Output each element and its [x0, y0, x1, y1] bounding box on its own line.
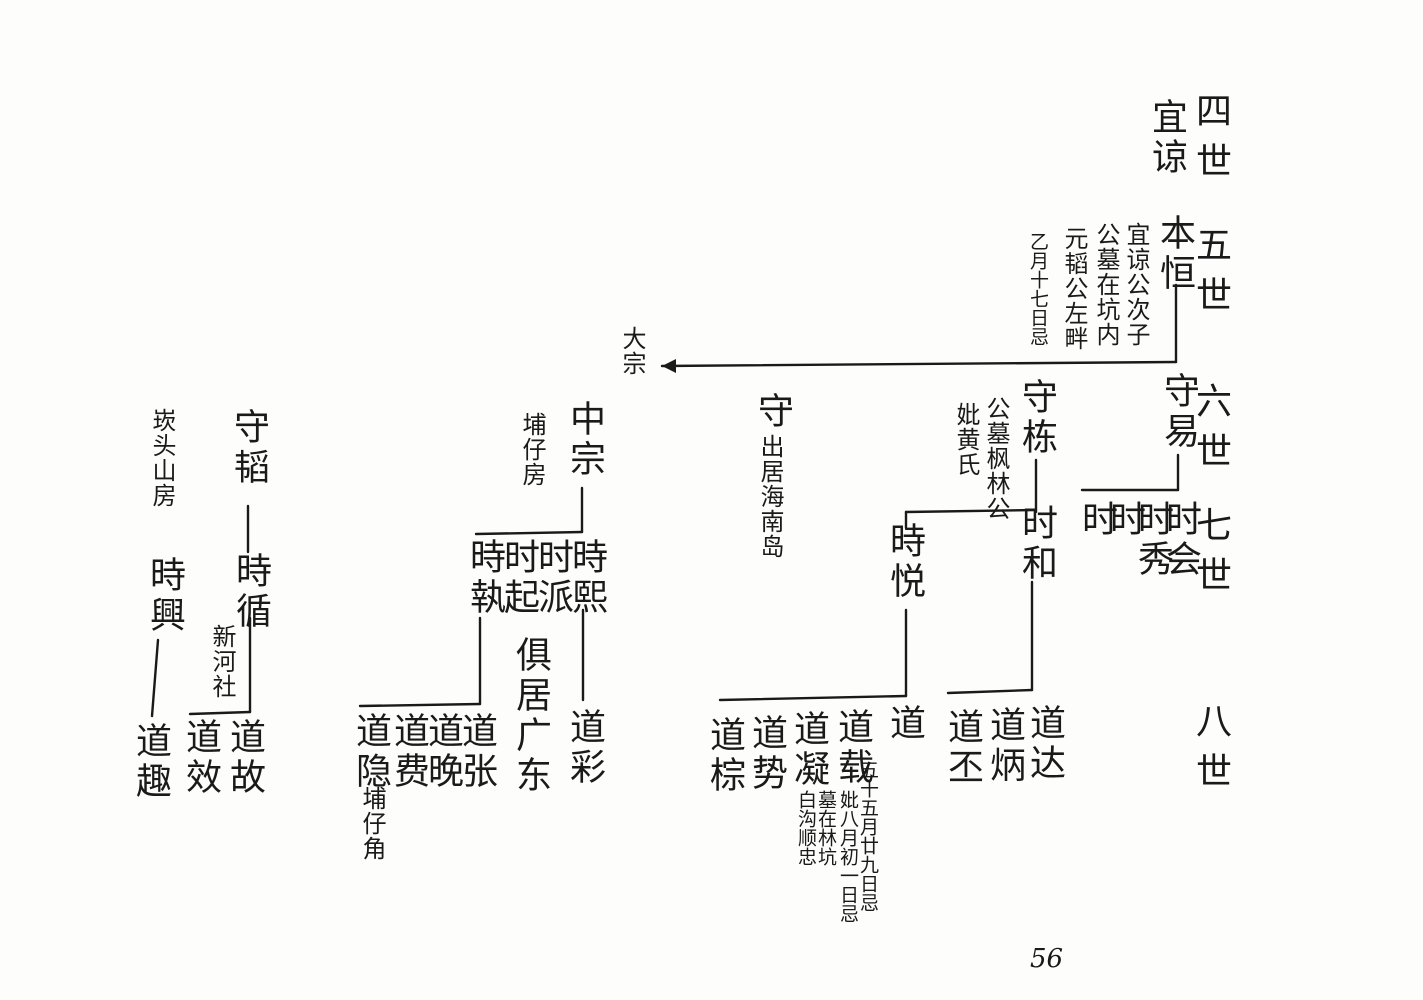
person-shoudong: 守栋	[1016, 378, 1057, 458]
person-daofei: 道费	[388, 712, 429, 792]
annotation-shoudong-2: 妣黄氏	[952, 402, 980, 477]
connector-line	[188, 710, 252, 716]
arrow-head-icon	[662, 359, 676, 373]
person-zhongzong: 中宗	[564, 400, 605, 480]
person-daocai: 道彩	[564, 708, 605, 788]
annotation-shoudong-1: 公墓枫林公	[982, 396, 1010, 521]
person-daozhang: 道张	[456, 712, 497, 792]
connector-line	[946, 688, 1034, 695]
person-shi-a: 时	[1104, 500, 1145, 540]
generation-label-5: 五世	[1190, 226, 1231, 326]
annotation-shou-emigrant: 出居海南岛	[756, 434, 784, 559]
person-shixi: 時熙	[566, 538, 607, 618]
annotation-benheng-2: 公墓在坑内	[1092, 222, 1120, 347]
person-shiyue: 時悦	[884, 522, 925, 602]
person-shihui: 时会	[1160, 500, 1201, 580]
person-shoutao: 守韬	[228, 408, 269, 488]
annotation-daozai-1: 五十五月廿九日忌	[857, 760, 879, 912]
annotation-benheng-3: 元韬公左畔	[1060, 226, 1088, 351]
person-daoqu: 道趣	[130, 722, 171, 802]
connector-line	[358, 702, 482, 708]
person-shipai: 时派	[532, 538, 573, 618]
connector-line	[718, 694, 908, 702]
person-shixiu: 时秀	[1132, 500, 1173, 580]
person-shi-b: 时	[1076, 500, 1117, 540]
person-daopi: 道丕	[942, 708, 983, 788]
annotation-shoutao: 崁头山房	[148, 408, 176, 508]
person-daobing: 道炳	[984, 706, 1025, 786]
person-daoning: 道凝	[788, 710, 829, 790]
generation-label-7: 七世	[1190, 506, 1231, 606]
person-daoshi: 道势	[746, 714, 787, 794]
label-dazong: 大宗	[618, 326, 646, 376]
person-shouyi: 守易	[1158, 372, 1199, 452]
generation-label-8: 八世	[1190, 702, 1231, 802]
annotation-shizhi-guangdong: 俱居广东	[510, 636, 551, 796]
connector-line	[904, 508, 1038, 514]
connector-line	[150, 638, 160, 718]
annotation-zhongzong: 埔仔房	[518, 412, 546, 487]
person-shixun: 時循	[230, 552, 271, 632]
person-shixing: 時興	[144, 556, 185, 636]
person-daoda: 道达	[1024, 704, 1065, 784]
annotation-shixun: 新河社	[208, 624, 236, 699]
person-dao-x: 道	[884, 704, 925, 744]
annotation-benheng-4: 乙月十七日忌	[1027, 232, 1049, 346]
person-shiqi: 时起	[498, 538, 539, 618]
connector-line	[474, 530, 584, 536]
annotation-daoyin: 埔仔角	[358, 786, 386, 861]
person-shizhi: 時執	[464, 538, 505, 618]
person-shou-emigrant: 守	[752, 392, 793, 432]
connector-line	[660, 360, 1178, 368]
person-daogu: 道故	[224, 718, 265, 798]
person-benheng: 本恒	[1154, 214, 1195, 294]
annotation-daozai-3: 墓在林坑	[815, 790, 837, 866]
annotation-daozai-2: 妣八月初一日忌	[837, 790, 859, 923]
page-number: 56	[1030, 944, 1064, 974]
generation-label-4: 四世	[1190, 92, 1231, 192]
person-daozai: 道载	[832, 708, 873, 788]
annotation-daozai-4: 白沟顺忠	[795, 790, 817, 866]
person-daowan: 道晚	[422, 712, 463, 792]
person-yiliang: 宜谅	[1146, 98, 1187, 178]
person-shihe: 时和	[1016, 504, 1057, 584]
person-daozong: 道棕	[704, 716, 745, 796]
person-daoyin: 道隐	[350, 712, 391, 792]
person-daoxiao: 道效	[180, 718, 221, 798]
annotation-benheng-1: 宜谅公次子	[1122, 222, 1150, 347]
generation-label-6: 六世	[1190, 382, 1231, 482]
